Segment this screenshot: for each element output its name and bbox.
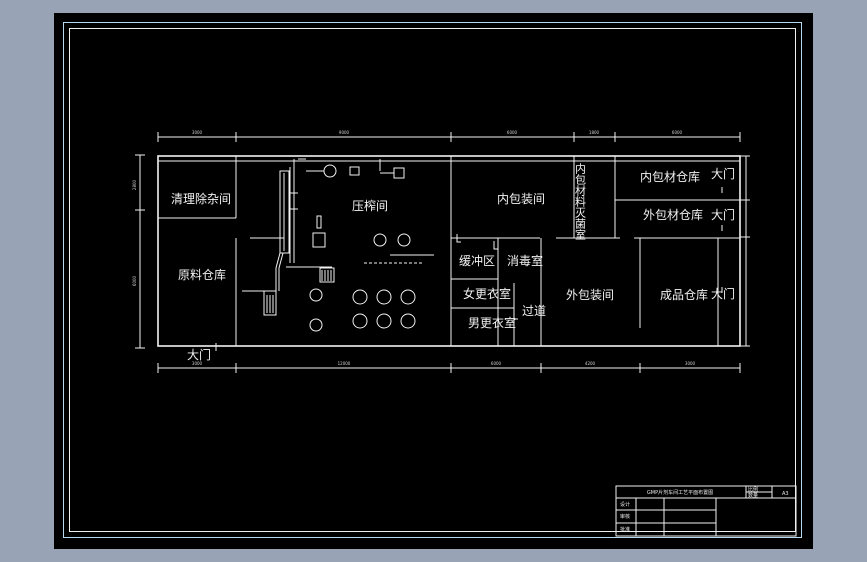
dim-bottom-4: 4200 [585, 361, 596, 366]
gate-label-2: 大门 [711, 207, 735, 222]
room-pressing: 压榨间 [352, 198, 388, 213]
dim-top-4: 1800 [589, 130, 600, 135]
room-cleaning: 清理除杂间 [171, 191, 231, 206]
scale-label: 比例 [748, 486, 758, 493]
room-outer-pack: 外包装间 [566, 288, 614, 302]
approver-label: 批准 [620, 526, 630, 533]
room-disinfect: 消毒室 [507, 253, 543, 268]
room-male-change: 男更衣室 [468, 315, 516, 330]
drawing-sheet: 3000 9000 6000 1800 6000 3000 12000 6000… [54, 13, 813, 549]
dim-bottom-2: 12000 [338, 361, 351, 366]
room-outer-mat-store: 外包材仓库 [643, 207, 703, 222]
gate-label-3: 大门 [711, 286, 735, 301]
room-inner-mat-sterile: 内包材料灭菌室 [574, 162, 587, 240]
sheet-value: A3 [782, 491, 789, 497]
checker-label: 审核 [620, 513, 630, 520]
room-buffer: 缓冲区 [459, 253, 495, 268]
gate-label-4: 大门 [187, 347, 211, 362]
dim-bottom-1: 3000 [192, 361, 203, 366]
doors [215, 187, 723, 351]
elevator-equipment [279, 170, 290, 254]
dim-bottom-3: 6000 [491, 361, 502, 366]
room-inner-pack: 内包装间 [497, 192, 545, 206]
dim-top-3: 6000 [507, 130, 518, 135]
dim-top-2: 9000 [339, 130, 350, 135]
equipment [242, 158, 434, 332]
dim-bottom-5: 3000 [685, 361, 696, 366]
floor-plan: 3000 9000 6000 1800 6000 3000 12000 6000… [132, 130, 797, 537]
drawing-title: GMP片剂车间工艺平面布置图 [647, 489, 713, 496]
tank-icon [323, 164, 337, 178]
outer-frame [63, 22, 802, 538]
room-finished-store: 成品仓库 [660, 287, 708, 302]
title-block: GMP片剂车间工艺平面布置图 比例 数量 A3 设计 审核 批准 [615, 485, 797, 537]
inner-frame [69, 28, 796, 532]
dim-left-1: 2800 [132, 179, 137, 190]
room-raw-store: 原料仓库 [178, 267, 226, 282]
press-equipment [263, 290, 277, 316]
designer-label: 设计 [620, 501, 630, 508]
sheet-label: 数量 [748, 492, 758, 499]
dim-left-2: 6000 [132, 275, 137, 286]
dimension-lines: 3000 9000 6000 1800 6000 3000 12000 6000… [132, 130, 750, 373]
dim-top-1: 3000 [192, 130, 203, 135]
gate-label-1: 大门 [711, 166, 735, 181]
room-female-change: 女更衣室 [463, 286, 511, 301]
dim-top-5: 6000 [672, 130, 683, 135]
walls [157, 155, 741, 347]
room-corridor: 过道 [522, 304, 546, 318]
mixer-icon [312, 232, 326, 248]
room-inner-mat-store: 内包材仓库 [640, 169, 700, 184]
